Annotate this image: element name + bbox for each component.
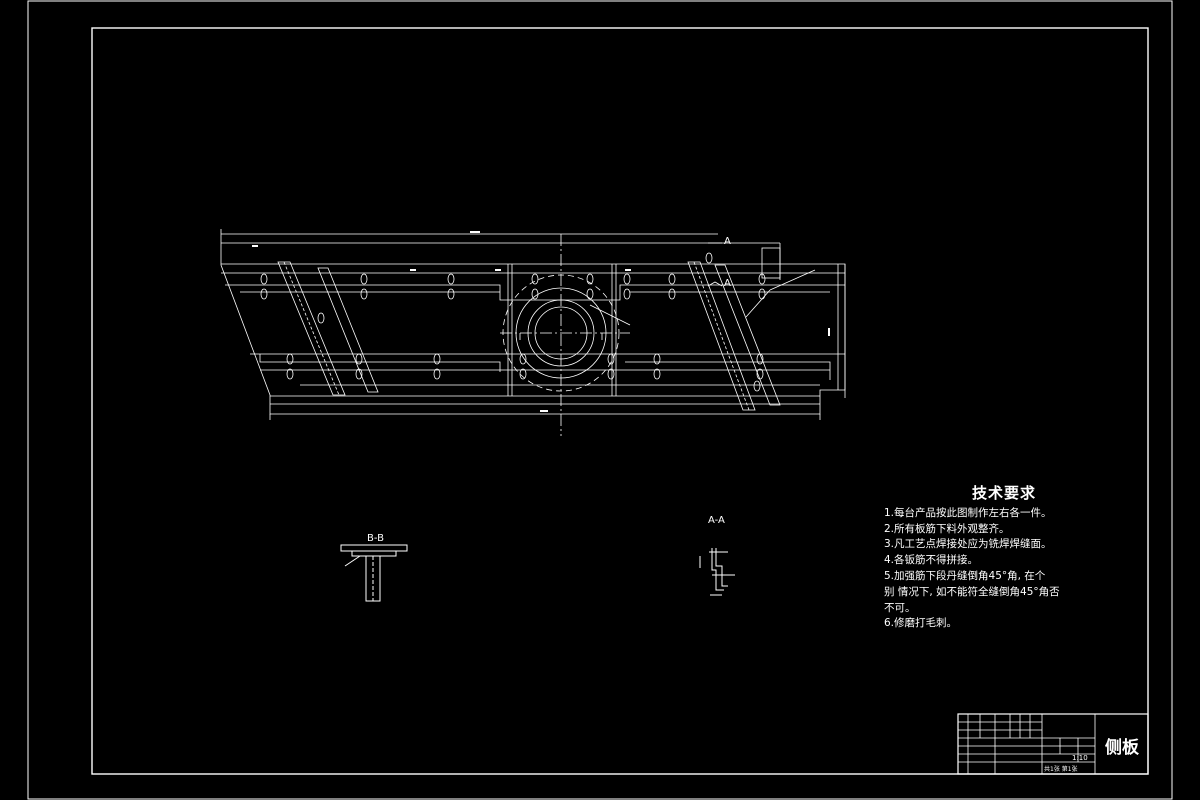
view-marker-a-top: A: [724, 236, 731, 247]
technical-requirements: 技术要求 1.每台产品按此图制作左右各一件。 2.所有板筋下料外观整齐。 3.凡…: [884, 485, 1154, 632]
tech-item: 4.各钣筋不得拼接。: [884, 554, 979, 567]
inner-border: [91, 27, 1149, 775]
dimension-labels: [252, 231, 830, 412]
tech-item: 别 情况下, 如不能符全缝倒角45°角否: [884, 585, 1060, 598]
scale-value: 1:10: [1072, 754, 1088, 762]
tech-requirements-title: 技术要求: [971, 484, 1036, 502]
tech-item: 不可。: [884, 601, 916, 614]
part-name: 侧板: [1105, 738, 1139, 758]
tech-item: 1.每台产品按此图制作左右各一件。: [884, 506, 1052, 519]
section-bb: [340, 544, 408, 602]
tech-item: 2.所有板筋下料外观整齐。: [884, 522, 1010, 535]
tech-item: 6.修磨打毛刺。: [884, 617, 958, 630]
outer-border: [27, 0, 1173, 800]
title-block: [957, 713, 1149, 775]
sheet-info: 共1张 第1张: [1044, 766, 1078, 773]
slot-holes: [260, 252, 766, 392]
section-aa: [699, 548, 735, 596]
section-aa-label: A-A: [708, 515, 725, 526]
tech-item: 3.凡工艺点焊接处应为铣焊焊缝面。: [884, 538, 1052, 551]
main-view: [220, 229, 846, 436]
tech-item: 5.加强筋下段丹缝倒角45°角, 在个: [884, 569, 1046, 582]
section-bb-label: B-B: [367, 533, 384, 544]
view-marker-a-lower: A: [724, 278, 731, 289]
